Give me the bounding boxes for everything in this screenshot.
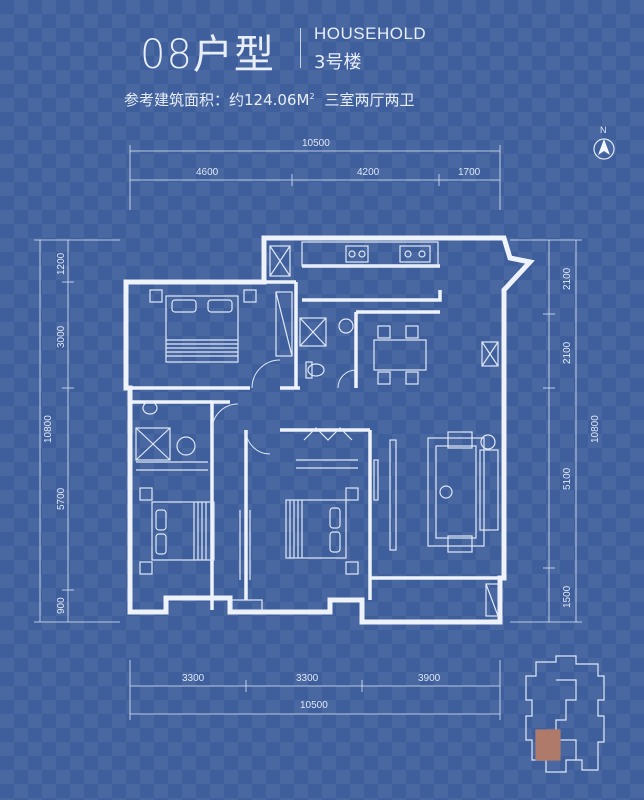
dim-right-total: 10800: [590, 415, 601, 443]
dim-left-seg-3: 5700: [56, 487, 67, 510]
dim-left-seg-4: 900: [56, 597, 67, 614]
building-number: 3号楼: [314, 52, 362, 73]
dim-left-seg-2: 3000: [56, 325, 67, 348]
area-label: 参考建筑面积：约124.06M: [124, 91, 310, 109]
compass-north-label: N: [600, 125, 607, 135]
top-dimensions: [129, 145, 501, 210]
room-layout: 三室两厅两卫: [324, 91, 415, 109]
highlighted-unit: [535, 729, 561, 761]
dim-top-seg-1: 4600: [196, 167, 219, 178]
dim-right-seg-1: 2100: [562, 267, 573, 290]
dim-bottom-seg-1: 3300: [182, 673, 205, 684]
bathroom-2-fixtures: [135, 401, 208, 471]
key-plan: [525, 655, 605, 773]
exterior-walls: [123, 235, 535, 625]
balcony-fixtures: [485, 583, 499, 617]
bed-icon-2: [139, 487, 215, 575]
dining-table-icon: [373, 325, 499, 385]
left-dimensions: [34, 239, 120, 623]
dim-bottom-seg-2: 3300: [296, 673, 319, 684]
door-swings: [211, 359, 357, 455]
dim-left-total: 10800: [43, 415, 54, 443]
closet-and-bay: [231, 459, 379, 611]
dim-top-total: 10500: [302, 138, 330, 149]
interior-walls: [130, 264, 500, 610]
dim-top-seg-3: 1700: [458, 167, 481, 178]
household-label: HOUSEHOLD: [314, 24, 427, 43]
dim-left-seg-1: 1200: [56, 252, 67, 275]
dim-top-seg-2: 4200: [357, 167, 380, 178]
bed-icon: [149, 289, 293, 363]
floorplan-type-title: 08户型: [140, 32, 275, 78]
dim-right-seg-3: 5100: [562, 467, 573, 490]
sofa-icon: [389, 431, 499, 553]
compass-icon: N: [593, 125, 615, 160]
area-description: 参考建筑面积：约124.06M2 三室两厅两卫: [124, 89, 415, 110]
dim-bottom-seg-3: 3900: [418, 673, 441, 684]
dim-right-seg-2: 2100: [562, 341, 573, 364]
kitchen-counter: [269, 241, 439, 277]
toilet-icon: [299, 317, 354, 379]
dim-right-seg-4: 1500: [562, 585, 573, 608]
title-divider: [300, 28, 301, 68]
area-unit-superscript: 2: [309, 92, 315, 101]
sink-icon: [345, 245, 369, 263]
bed-icon-3: [285, 427, 359, 575]
dim-bottom-total: 10500: [300, 700, 328, 711]
stove-icon: [399, 245, 431, 263]
bottom-dimensions: [129, 660, 501, 720]
right-dimensions: [510, 239, 582, 623]
